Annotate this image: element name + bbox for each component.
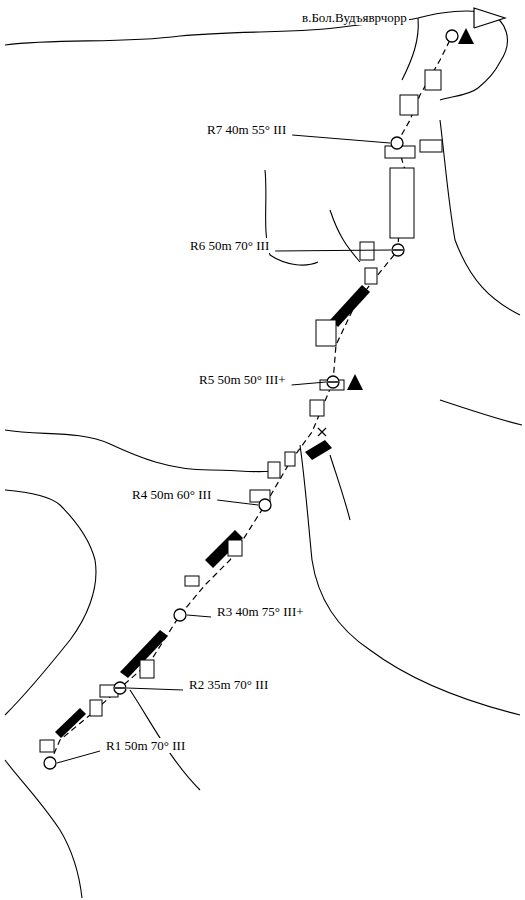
belay-stations [44,30,458,769]
leader-lines [57,135,391,763]
pitch-label: R2 35m 70° III [187,677,270,692]
pitch-label: R5 50m 50° III+ [197,372,288,387]
pitch-label: R4 50m 60° III [130,487,213,502]
pitch-label: R3 40m 75° III+ [215,604,306,619]
leader-line [127,688,183,690]
pitch-label: R6 50m 70° III [188,238,271,253]
pitch-label: R1 50m 70° III [104,738,187,753]
summit-markers [318,8,505,436]
leader-line [57,751,100,763]
peak-name: в.Бол.Вудъяврчорр [300,10,409,25]
slabs [55,285,370,738]
rock-symbols [40,70,442,752]
ridge-outlines [5,11,522,898]
pitch-label: R7 40m 55° III [205,122,288,137]
leader-line [187,615,211,617]
leader-line [217,500,258,505]
route-line [50,36,452,763]
leader-line [292,135,390,143]
leader-line [292,382,326,385]
leader-line [275,250,391,251]
